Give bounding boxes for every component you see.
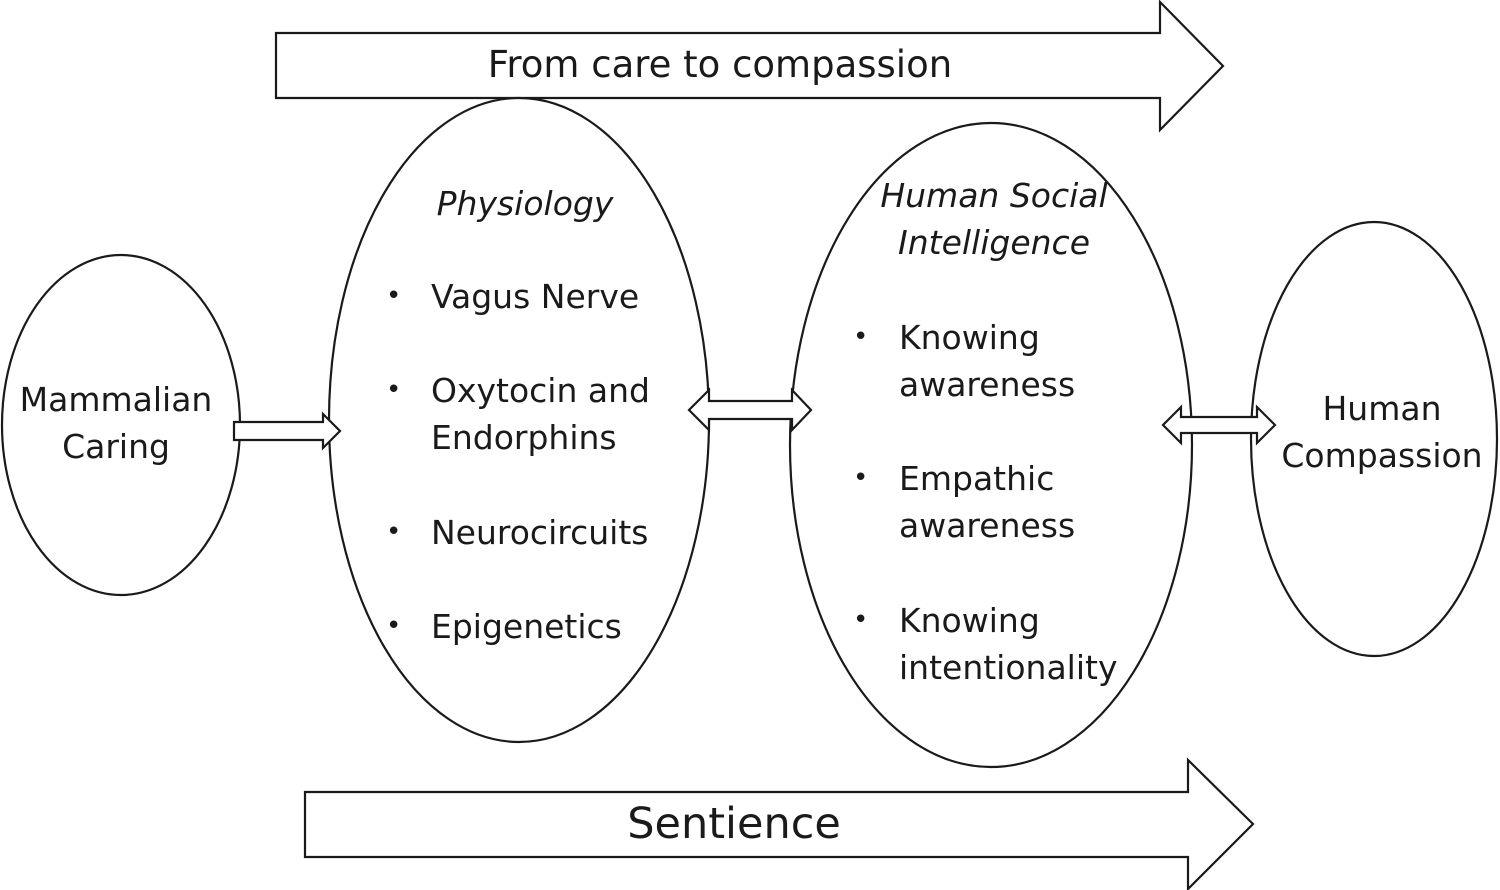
- social-item-knowing-awareness: Knowing awareness: [899, 314, 1075, 408]
- physiology-bullet: •: [386, 611, 402, 641]
- social-item-empathic-awareness: Empathic awareness: [899, 455, 1075, 549]
- bottom-banner-label: Sentience: [627, 799, 841, 849]
- arrow-social-compassion-bidirectional: [1161, 404, 1277, 446]
- bottom-banner-arrow: [303, 757, 1255, 890]
- physiology-item-neurocircuits: Neurocircuits: [431, 513, 649, 552]
- social-heading-line2: Intelligence: [897, 223, 1090, 262]
- social-bullet: •: [853, 463, 869, 493]
- oxytocin-line2: Endorphins: [431, 418, 617, 457]
- physiology-item-epigenetics: Epigenetics: [431, 607, 622, 646]
- human-compassion-ellipse: [1249, 220, 1499, 658]
- arrow-mammalian-to-physiology: [232, 411, 342, 451]
- human-compassion-label: Human Compassion: [1272, 385, 1492, 479]
- knowing-intentionality-line2: intentionality: [899, 648, 1118, 687]
- physiology-bullet: •: [386, 517, 402, 547]
- arrow-physiology-social-bidirectional: [687, 387, 813, 433]
- mammalian-line1: Mammalian: [19, 380, 213, 419]
- empathic-awareness-line2: awareness: [899, 506, 1076, 545]
- physiology-item-oxytocin: Oxytocin and Endorphins: [431, 367, 650, 461]
- mammalian-line2: Caring: [62, 427, 170, 466]
- social-item-knowing-intentionality: Knowing intentionality: [899, 597, 1117, 691]
- compassion-line2: Compassion: [1281, 436, 1483, 475]
- mammalian-caring-label: Mammalian Caring: [11, 376, 221, 470]
- physiology-item-vagus-nerve: Vagus Nerve: [431, 277, 640, 316]
- knowing-awareness-line1: Knowing: [899, 318, 1040, 357]
- compassion-line1: Human: [1322, 389, 1442, 428]
- empathic-awareness-line1: Empathic: [899, 459, 1055, 498]
- knowing-awareness-line2: awareness: [899, 365, 1076, 404]
- social-heading-line1: Human Social: [880, 176, 1108, 215]
- social-bullet: •: [853, 322, 869, 352]
- top-banner-label: From care to compassion: [487, 43, 953, 86]
- physiology-bullet: •: [386, 375, 402, 405]
- social-intelligence-ellipse: [788, 121, 1194, 769]
- knowing-intentionality-line1: Knowing: [899, 601, 1040, 640]
- physiology-bullet: •: [386, 281, 402, 311]
- social-intelligence-heading: Human Social Intelligence: [864, 172, 1124, 266]
- physiology-heading: Physiology: [436, 184, 614, 223]
- social-bullet: •: [853, 605, 869, 635]
- oxytocin-line1: Oxytocin and: [431, 371, 650, 410]
